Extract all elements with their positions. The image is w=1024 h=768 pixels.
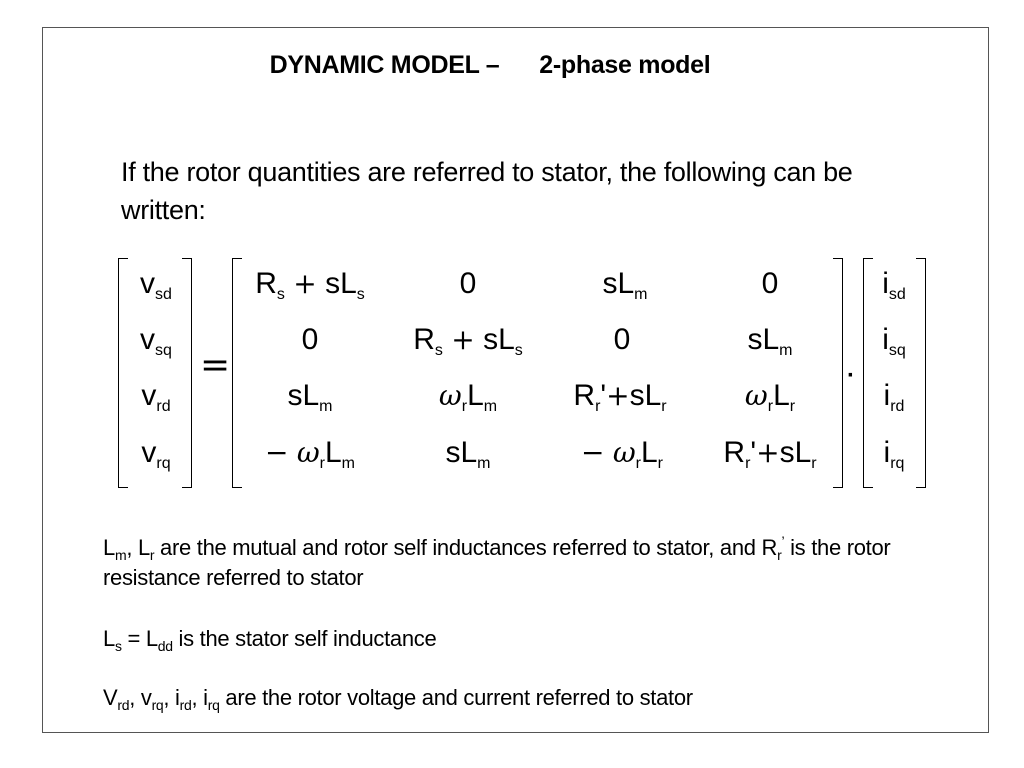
lhs-left-bracket [118, 258, 128, 488]
rhs-entry: ird [883, 379, 905, 415]
note-stator-inductance: Ls = Ldd is the stator self inductance [103, 626, 437, 654]
note-rotor-quantities: Vrd, vrq, ird, irq are the rotor voltage… [103, 685, 693, 713]
lhs-entry: vsd [140, 267, 172, 303]
intro-text: If the rotor quantities are referred to … [121, 157, 853, 225]
matrix-cell: sLm [445, 436, 491, 472]
matrix-cell: Rr'+sLr [723, 436, 817, 472]
note-inductances: Lm, Lr are the mutual and rotor self ind… [103, 533, 891, 590]
matrix-equation: vsd vsq vrd vrq = Rs + sLs 0 sLm 0 0 Rs … [110, 250, 940, 490]
matrix-cell: − ωrLm [265, 436, 355, 472]
lhs-entry: vrd [141, 379, 171, 415]
matrix-cell: sLm [747, 323, 793, 359]
matrix-cell: Rr'+sLr [573, 379, 667, 415]
matrix-right-bracket [833, 258, 843, 488]
matrix-cell: − ωrLr [581, 436, 663, 472]
rhs-right-bracket [916, 258, 926, 488]
multiplication-dot: · [847, 362, 855, 389]
equals-sign: = [200, 345, 231, 386]
matrix-left-bracket [232, 258, 242, 488]
matrix-cell: Rs + sLs [255, 267, 365, 303]
matrix-cell: Rs + sLs [413, 323, 523, 359]
matrix-cell: 0 [301, 323, 319, 356]
lhs-entry: vsq [140, 323, 172, 359]
matrix-cell: sLm [602, 267, 648, 303]
matrix-cell: 0 [761, 267, 779, 300]
slide-title: DYNAMIC MODEL – 2-phase model [269, 51, 711, 79]
slide-frame [42, 27, 989, 733]
rhs-entry: isd [882, 267, 906, 303]
rhs-entry: isq [882, 323, 906, 359]
matrix-cell: ωrLr [744, 379, 796, 415]
lhs-right-bracket [182, 258, 192, 488]
matrix-cell: 0 [459, 267, 477, 300]
lhs-entry: vrq [141, 436, 171, 472]
matrix-cell: sLm [287, 379, 333, 415]
rhs-left-bracket [863, 258, 873, 488]
rhs-entry: irq [883, 436, 905, 472]
matrix-cell: 0 [613, 323, 631, 356]
matrix-cell: ωrLm [438, 379, 498, 415]
